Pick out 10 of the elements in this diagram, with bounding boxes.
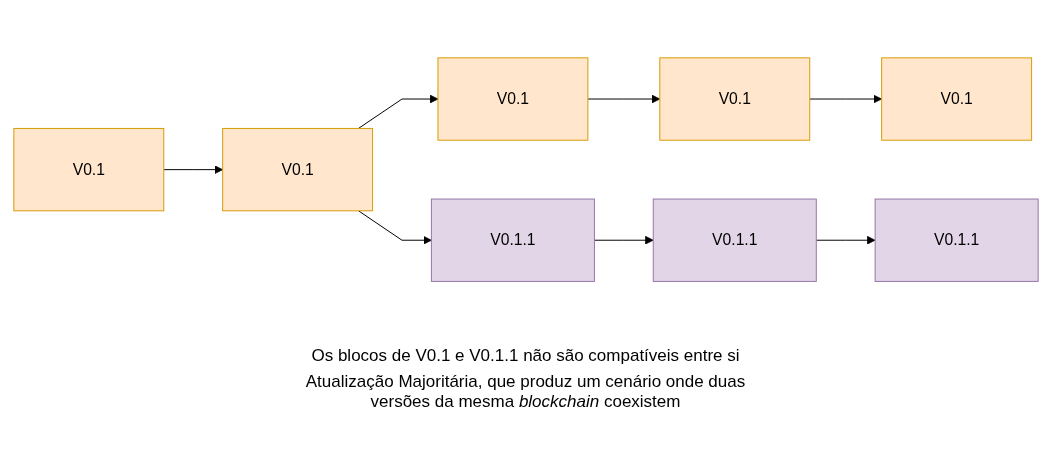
node-box: V0.1 (12, 128, 164, 212)
node-box: V0.1 (880, 57, 1032, 142)
node-box: V0.1 (436, 57, 588, 142)
node-box: V0.1 (658, 57, 810, 142)
note-text: Os blocos de V0.1 e V0.1.1 não são compatíveis entre si (310, 346, 741, 366)
node-box: V0.1.1 (652, 198, 817, 283)
node-box: V0.1.1 (874, 198, 1039, 283)
node-box: V0.1.1 (430, 198, 595, 283)
note-text: Atualização Majoritária, que produz um cenário onde duas versões da mesma blockchain coexistem (304, 372, 747, 412)
node-box: V0.1 (221, 128, 373, 212)
